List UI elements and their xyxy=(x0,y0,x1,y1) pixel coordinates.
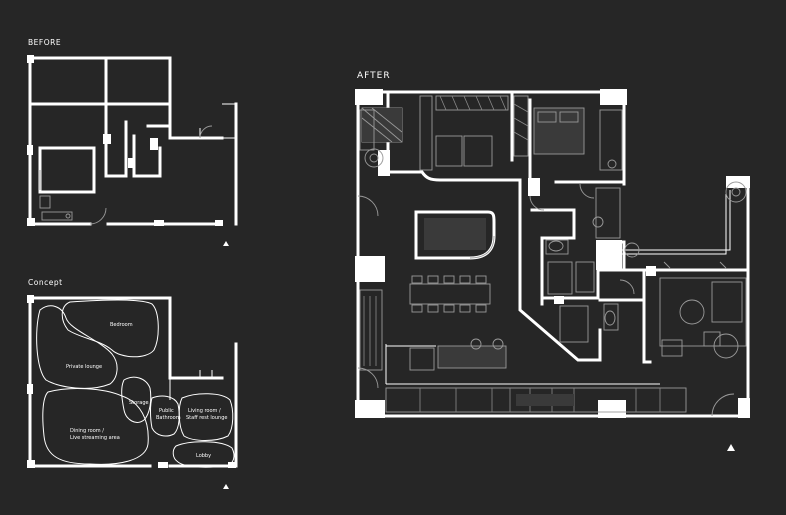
zone-living-room-line2: Staff rest lounge xyxy=(186,415,227,421)
before-triangle-icon xyxy=(223,241,229,246)
before-plan: BEFORE xyxy=(27,38,238,246)
zone-public-bathroom-line1: Public xyxy=(159,408,174,414)
zone-storage: Storage xyxy=(129,400,149,406)
zone-bedroom: Bedroom xyxy=(110,322,133,328)
concept-plan: Concept Bedroom Private lounge Storage P… xyxy=(27,278,238,489)
zone-lobby: Lobby xyxy=(196,453,211,459)
zone-dining-room-line1: Dining room / xyxy=(70,428,104,434)
zone-dining-room-line2: Live streaming area xyxy=(70,435,120,441)
after-triangle-icon xyxy=(727,444,735,451)
concept-title: Concept xyxy=(28,278,63,287)
zone-living-room-line1: Living room / xyxy=(188,408,221,414)
after-plan: AFTER xyxy=(355,71,750,451)
zone-private-lounge: Private lounge xyxy=(66,364,102,370)
zone-public-bathroom-line2: Bathroom xyxy=(156,415,181,421)
concept-triangle-icon xyxy=(223,484,229,489)
after-title: AFTER xyxy=(357,71,391,81)
before-title: BEFORE xyxy=(28,38,61,47)
